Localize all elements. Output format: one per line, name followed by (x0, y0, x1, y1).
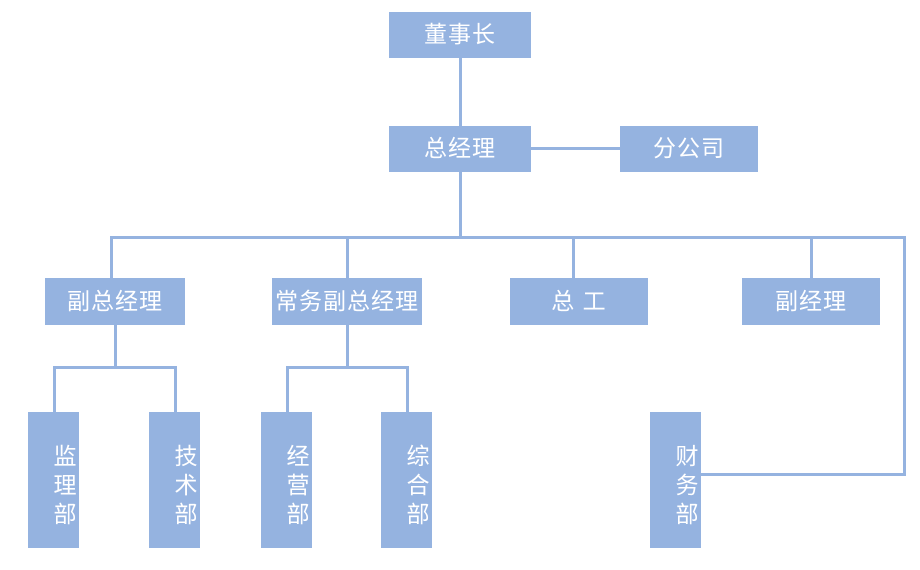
connector-to-supervision-dept (53, 366, 56, 413)
connector-executive-deputy-stem (346, 325, 349, 368)
node-supervision-dept-label: 监理部 (50, 443, 76, 531)
connector-bus-to-finance-vertical (903, 236, 906, 476)
node-chairman-label: 董事长 (424, 21, 496, 48)
connector-to-technology-dept (174, 366, 177, 413)
connector-to-general-affairs-dept (406, 366, 409, 413)
node-finance-dept[interactable]: 财务部 (650, 412, 701, 548)
node-technology-dept[interactable]: 技术部 (149, 412, 200, 548)
connector-to-operations-dept (286, 366, 289, 413)
node-deputy-manager-label: 副经理 (775, 287, 847, 314)
connector-level3-bus (110, 236, 906, 239)
node-general-manager[interactable]: 总经理 (389, 126, 531, 172)
node-finance-dept-label: 财务部 (672, 443, 698, 531)
connector-bus-to-deputy-general-manager (110, 236, 113, 278)
connector-bus-to-executive-deputy (346, 236, 349, 278)
connector-bus-to-chief-engineer (572, 236, 575, 278)
node-technology-dept-label: 技术部 (171, 443, 197, 531)
node-general-affairs-dept-label: 综合部 (403, 443, 429, 531)
node-general-manager-label: 总经理 (424, 135, 496, 162)
connector-finance-horizontal (700, 473, 906, 476)
connector-bus-to-deputy-manager (810, 236, 813, 278)
node-executive-deputy-general-manager-label: 常务副总经理 (275, 287, 419, 314)
node-deputy-general-manager-label: 副总经理 (67, 287, 163, 314)
node-operations-dept-label: 经营部 (283, 443, 309, 531)
node-deputy-manager[interactable]: 副经理 (742, 278, 880, 325)
node-operations-dept[interactable]: 经营部 (261, 412, 312, 548)
node-chief-engineer-label: 总 工 (551, 287, 607, 314)
node-executive-deputy-general-manager[interactable]: 常务副总经理 (272, 278, 422, 325)
connector-general-manager-to-branch (530, 147, 620, 150)
node-deputy-general-manager[interactable]: 副总经理 (45, 278, 185, 325)
connector-chairman-to-general-manager (459, 58, 462, 126)
node-general-affairs-dept[interactable]: 综合部 (381, 412, 432, 548)
connector-executive-deputy-bus (286, 366, 409, 369)
node-branch-company-label: 分公司 (653, 135, 725, 162)
node-chief-engineer[interactable]: 总 工 (510, 278, 648, 325)
node-supervision-dept[interactable]: 监理部 (28, 412, 79, 548)
connector-deputy-general-manager-stem (114, 325, 117, 368)
node-branch-company[interactable]: 分公司 (620, 126, 758, 172)
connector-deputy-general-manager-bus (53, 366, 177, 369)
connector-general-manager-down-stem (459, 172, 462, 238)
node-chairman[interactable]: 董事长 (389, 12, 531, 58)
